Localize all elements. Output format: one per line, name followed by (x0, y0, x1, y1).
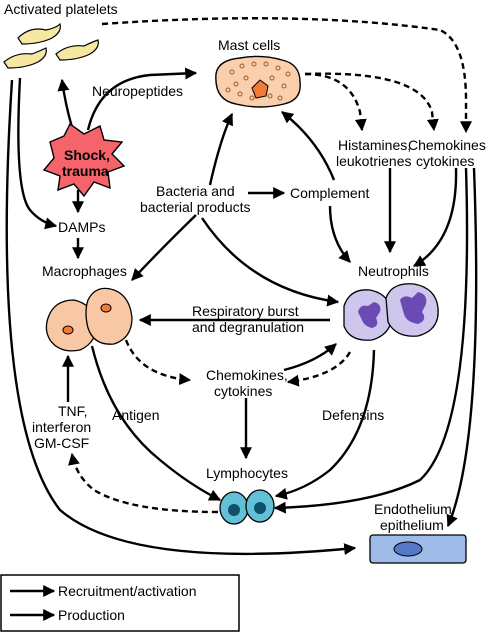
arrow-mast-to-chemokines (304, 72, 439, 132)
label-lymphocytes: Lymphocytes (206, 465, 288, 481)
arrow-bacteria-to-neutrophils (201, 217, 340, 307)
label-bacteria-2: bacterial products (140, 199, 251, 215)
legend-production-label: Production (58, 607, 125, 623)
lymphocyte-nucleus (228, 504, 240, 516)
label-trauma: trauma (62, 163, 109, 179)
arrow-shock-to-mast (86, 67, 198, 131)
label-resp-burst-1: Respiratory burst (192, 303, 299, 319)
label-tnf-2: interferon (32, 419, 91, 435)
legend-recruitment-label: Recruitment/activation (58, 583, 197, 599)
arrow-chemokines-to-endothelium (446, 167, 478, 528)
arrow-chemokines-to-neutrophils (412, 167, 458, 268)
arrow-bacteria-to-mast (208, 112, 234, 186)
label-mast-cells: Mast cells (218, 37, 280, 53)
macrophages-cells (45, 287, 133, 352)
label-chemokines-top-2: cytokines (416, 153, 474, 169)
label-chemokines-top-1: Chemokines, (408, 137, 487, 153)
label-bacteria-1: Bacteria and (156, 183, 235, 199)
macrophage-cell (85, 287, 133, 345)
platelet-shape (17, 22, 61, 45)
label-endothelium-2: epithelium (380, 517, 444, 533)
label-shock: Shock, (64, 147, 110, 163)
platelet-shape (55, 39, 99, 61)
label-activated-platelets: Activated platelets (4, 1, 118, 17)
arrow-lymphocytes-to-tnf (68, 452, 219, 514)
label-defensins: Defensins (322, 407, 384, 423)
arrow-complement-to-mast (281, 111, 336, 181)
arrow-platelets-to-chemokines (101, 17, 472, 134)
label-tnf-3: GM-CSF (34, 435, 89, 451)
arrow-platelets-to-endothelium (5, 79, 357, 556)
label-resp-burst-2: and degranulation (192, 319, 304, 335)
arrow-neutrophils-to-chemokines-mid (286, 351, 352, 387)
label-neuropeptides: Neuropeptides (92, 83, 183, 99)
endothelium-nucleus (393, 541, 423, 557)
lymphocytes-cells (219, 489, 275, 525)
mast-cell-nucleus (251, 79, 269, 99)
arrow-chemokines-to-lymphocytes (273, 167, 469, 514)
label-damps: DAMPs (58, 219, 105, 235)
shock-trauma-burst (42, 122, 126, 198)
label-endothelium-1: Endothelium/ (374, 501, 456, 517)
lymphocyte-nucleus (254, 502, 266, 514)
macrophage-nucleus (62, 325, 74, 335)
label-chemokines-mid-1: Chemokines, (206, 367, 288, 383)
connectors (5, 17, 478, 556)
macrophage-cell (45, 299, 97, 352)
label-complement: Complement (290, 185, 369, 201)
labels: Activated platelets Mast cells Neuropept… (4, 1, 487, 533)
neutrophil-nucleus (400, 292, 427, 324)
arrow-mast-to-histamines (304, 72, 367, 132)
neutrophil-nucleus (358, 302, 381, 328)
arrow-platelets-to-damps (17, 77, 58, 230)
platelet-shape (3, 47, 47, 69)
label-antigen: Antigen (112, 407, 159, 423)
legend: Recruitment/activation Production (0, 574, 240, 632)
label-tnf-1: TNF, (58, 403, 88, 419)
label-histamines-2: leukotrienes (336, 153, 412, 169)
legend-box (0, 574, 240, 632)
neutrophils-cells (343, 283, 439, 341)
platelets-group (3, 22, 99, 69)
arrow-macrophages-to-lymphocytes (90, 345, 222, 502)
arrow-complement-to-neutrophils (328, 205, 351, 263)
arrow-neutrophils-to-lymphocytes (274, 349, 376, 500)
macrophage-nucleus (100, 303, 112, 313)
endothelium-cell (369, 534, 467, 564)
label-neutrophils: Neutrophils (358, 263, 429, 279)
label-chemokines-mid-2: cytokines (214, 383, 272, 399)
arrow-macrophages-to-chemokines (124, 339, 192, 386)
mast-cell (215, 55, 301, 108)
arrow-bacteria-to-macrophages (131, 214, 197, 281)
label-histamines-1: Histamines, (338, 137, 411, 153)
label-macrophages: Macrophages (42, 263, 127, 279)
arrow-chemokines-to-neutrophils-mid (283, 343, 337, 372)
